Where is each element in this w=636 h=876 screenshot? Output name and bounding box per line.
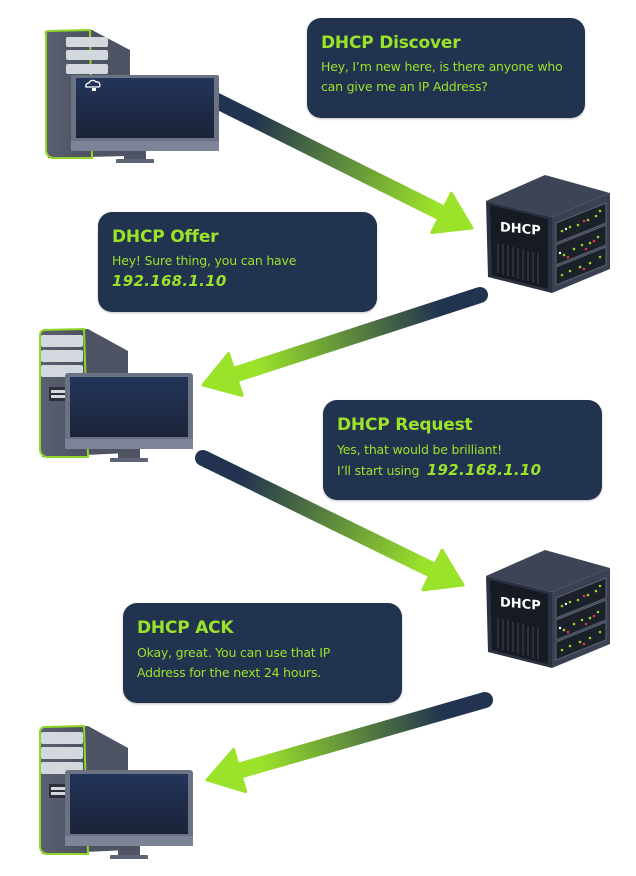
- desktop-computer-icon: [0, 315, 220, 475]
- arrow-shaft: [207, 92, 454, 223]
- cloud-network-icon: [85, 79, 101, 91]
- step-text: Yes, that would be brilliant!: [337, 442, 502, 457]
- step-text: Hey, I’m new here, is there anyone who: [321, 59, 563, 74]
- arrow-head: [430, 191, 474, 235]
- ip-address: 192.168.1.10: [426, 461, 542, 479]
- dhcp-request-bubble: DHCP Request Yes, that would be brillian…: [323, 400, 602, 500]
- step-text: Hey! Sure thing, you can have: [112, 253, 297, 268]
- step-text: Okay, great. You can use that IP: [137, 645, 331, 660]
- arrow-shaft: [195, 450, 445, 580]
- client-computer-2: [0, 315, 220, 475]
- arrow-head: [205, 747, 248, 794]
- dhcp-ack-bubble: DHCP ACK Okay, great. You can use that I…: [123, 603, 402, 703]
- arrow-shaft: [223, 287, 488, 384]
- desktop-computer-icon: [0, 712, 220, 872]
- arrow-head: [421, 548, 465, 592]
- dhcp-discover-bubble: DHCP Discover Hey, I’m new here, is ther…: [307, 18, 585, 118]
- arrow-head: [201, 352, 244, 397]
- step-text: I’ll start using: [337, 463, 420, 478]
- step-title: DHCP ACK: [137, 618, 234, 638]
- client-computer-1: [20, 10, 240, 170]
- dhcp-server-icon: [470, 165, 620, 305]
- offer-arrow: [201, 287, 488, 397]
- dhcp-server-icon: [470, 540, 620, 680]
- step-title: DHCP Request: [337, 415, 473, 435]
- client-computer-3: [0, 712, 220, 872]
- ip-address: 192.168.1.10: [112, 272, 227, 290]
- request-arrow: [195, 450, 465, 592]
- dhcp-offer-bubble: DHCP Offer Hey! Sure thing, you can have…: [98, 212, 377, 312]
- step-title: DHCP Discover: [321, 33, 461, 53]
- discover-arrow: [207, 92, 474, 235]
- step-text: can give me an IP Address?: [321, 79, 488, 94]
- arrow-shaft: [227, 692, 493, 780]
- dhcp-server-1: DHCP: [470, 165, 620, 305]
- ack-arrow: [205, 692, 493, 794]
- step-title: DHCP Offer: [112, 227, 219, 247]
- step-text: Address for the next 24 hours.: [137, 665, 322, 680]
- dhcp-server-2: DHCP: [470, 540, 620, 680]
